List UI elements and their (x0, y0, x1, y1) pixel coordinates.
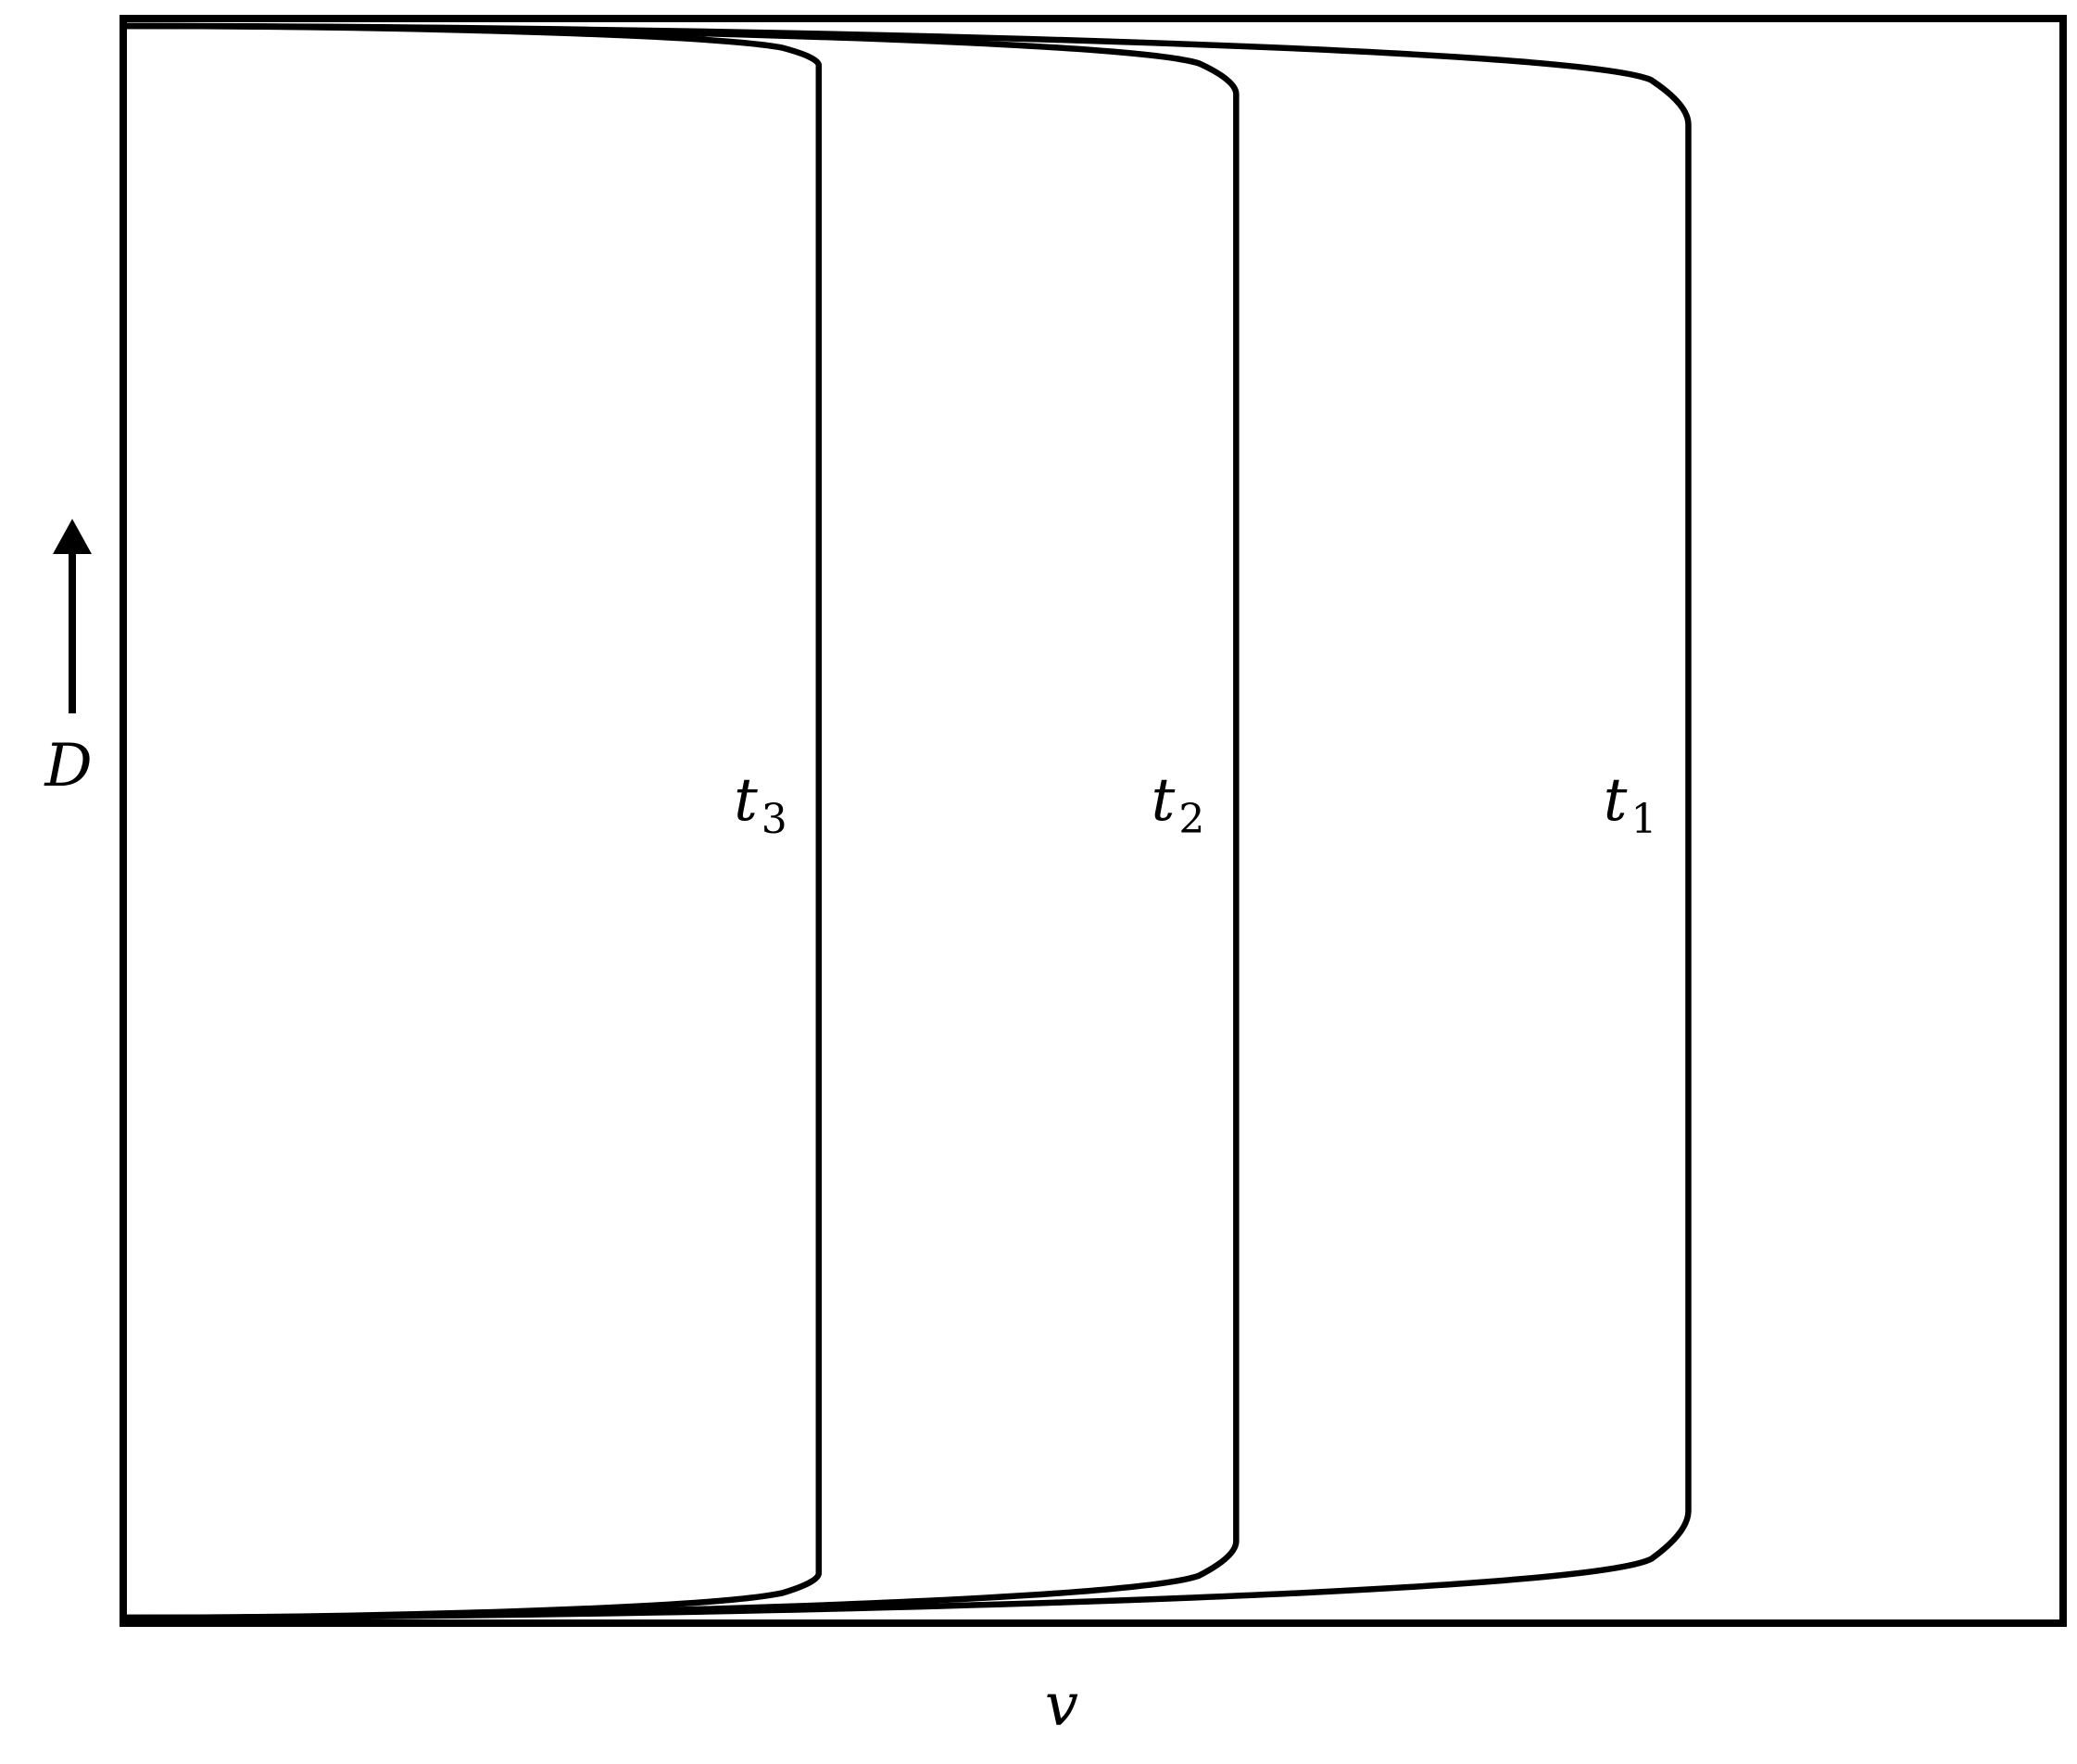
curve-t2 (123, 22, 1240, 1621)
curve-t3 (123, 22, 823, 1621)
series-curves (123, 22, 1692, 1621)
y-axis-label: D (44, 732, 92, 800)
series-labels: t1 t2 t3 (734, 766, 1656, 843)
x-axis-label: v (1045, 1671, 1078, 1740)
curve-t1 (123, 22, 1692, 1621)
curve-label-t2: t2 (1152, 766, 1205, 843)
curve-label-t1: t1 (1604, 766, 1657, 843)
curve-label-t3: t3 (734, 766, 787, 843)
plot-frame (120, 15, 2067, 1627)
y-axis-arrow (53, 519, 92, 713)
